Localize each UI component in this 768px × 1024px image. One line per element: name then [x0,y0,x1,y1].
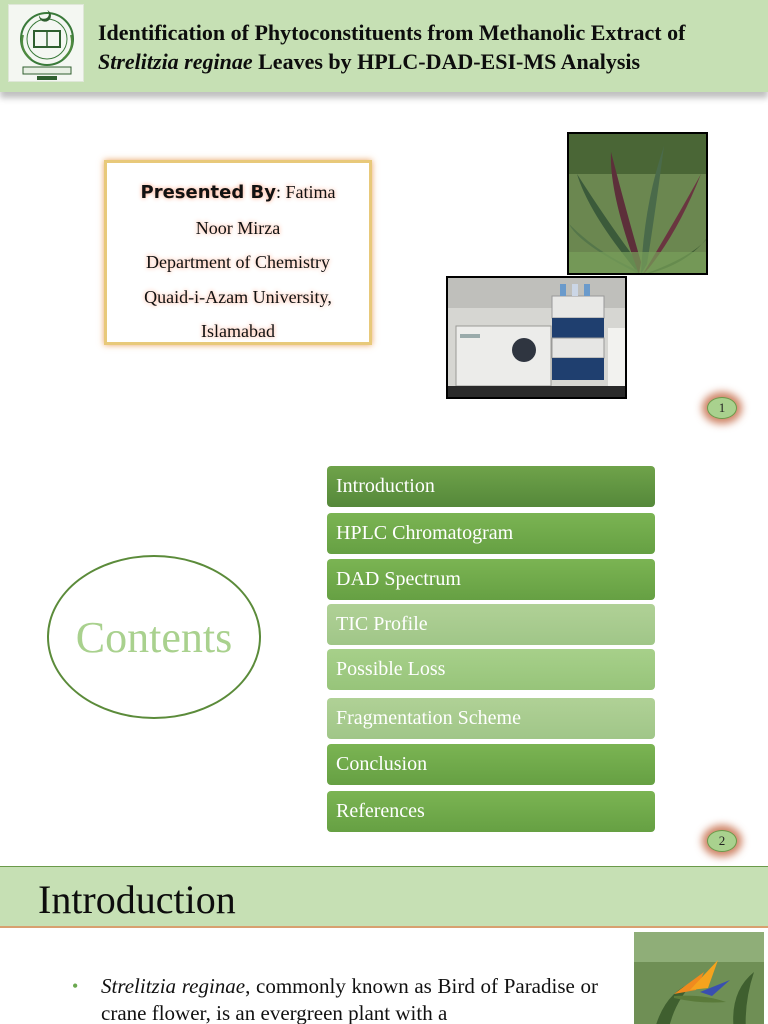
introduction-heading-bar: Introduction [0,866,768,928]
presenter-name-last: Noor Mirza [195,217,281,238]
title-line-1: Identification of Phytoconstituents from… [98,20,686,45]
presenter-university: Quaid-i-Azam University, [144,286,332,307]
presenter-box: Presented By: Fatima Noor Mirza Departme… [104,160,372,345]
menu-item-introduction[interactable]: Introduction [327,466,655,507]
presenter-city: Islamabad [201,321,275,341]
bird-of-paradise-photo [634,932,764,1024]
intro-bullet-body: , commonly known as Bird of Paradise or … [101,974,598,1024]
hplc-instrument-photo [446,276,627,399]
presenter-separator: : [275,182,286,202]
presenter-department: Department of Chemistry [146,252,330,272]
slide-title: Identification of Phytoconstituents from… [98,18,758,76]
presenter-name-first: Fatima [285,182,336,202]
title-bar: Identification of Phytoconstituents from… [0,0,768,92]
page-number-1: 1 [707,397,737,419]
menu-item-conclusion[interactable]: Conclusion [327,744,655,785]
university-seal-icon [20,10,74,80]
introduction-heading: Introduction [38,877,236,922]
menu-item-references[interactable]: References [327,791,655,832]
contents-ellipse: Contents [47,555,261,719]
intro-bullet-point: • Strelitzia reginae, commonly known as … [72,973,598,1024]
intro-bullet-text: Strelitzia reginae, commonly known as Bi… [72,973,598,1024]
menu-item-hplc-chromatogram[interactable]: HPLC Chromatogram [327,513,655,554]
title-line-2: Leaves by HPLC-DAD-ESI-MS Analysis [252,49,641,74]
menu-item-dad-spectrum[interactable]: DAD Spectrum [327,559,655,600]
menu-item-possible-loss[interactable]: Possible Loss [327,649,655,690]
title-species-name: Strelitzia reginae [98,49,253,74]
menu-item-tic-profile[interactable]: TIC Profile [327,604,655,645]
page-number-2: 2 [707,830,737,852]
university-logo [8,4,84,82]
intro-species-name: Strelitzia reginae [101,974,246,998]
presented-by-label: Presented By [140,182,276,203]
bullet-icon: • [72,976,79,996]
menu-item-fragmentation-scheme[interactable]: Fragmentation Scheme [327,698,655,739]
contents-title: Contents [75,612,233,662]
plant-photo [567,132,708,275]
